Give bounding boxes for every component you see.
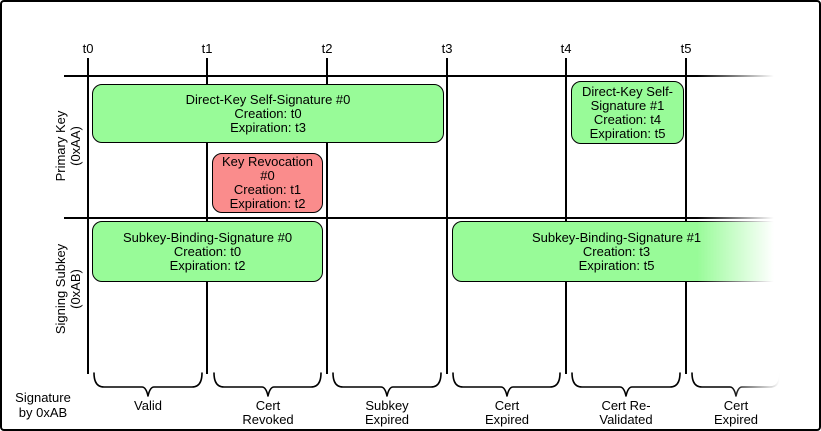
tick-label-t4: t4 — [560, 41, 572, 56]
brace-cert-expired-2 — [691, 372, 781, 397]
box-creation: Creation: t4 — [593, 111, 662, 127]
box-creation: Creation: t0 — [234, 105, 302, 121]
box-expiration: Expiration: t5 — [589, 125, 666, 141]
tick-label-t0: t0 — [82, 41, 94, 56]
key-revocation-0-box: Key Revocation #0 Creation: t1 Expiratio… — [212, 153, 323, 213]
direct-key-self-signature-1-box: Direct-Key Self- Signature #1 Creation: … — [571, 81, 684, 144]
box-expiration: Expiration: t5 — [578, 257, 655, 273]
box-creation: Creation: t0 — [173, 243, 242, 259]
box-expiration: Expiration: t2 — [229, 196, 306, 211]
segment-label-valid: Valid — [134, 398, 162, 413]
box-title: Direct-Key Self- Signature #1 — [581, 83, 674, 113]
tick-label-t1: t1 — [201, 41, 213, 56]
signature-by-0xab-label: Signature by 0xAB — [15, 390, 71, 420]
brace-subkey-expired — [332, 372, 442, 397]
segment-label-cert-expired: Cert Expired — [484, 398, 530, 427]
tick-label-t2: t2 — [321, 41, 333, 56]
brace-valid — [93, 372, 203, 397]
brace-cert-revoked — [213, 372, 322, 397]
segment-label-subkey-expired: Subkey Expired — [364, 398, 410, 427]
box-creation: Creation: t1 — [233, 182, 302, 197]
subkey-binding-signature-1-box: Subkey-Binding-Signature #1 Creation: t3… — [452, 221, 781, 282]
subkey-binding-signature-0-box: Subkey-Binding-Signature #0 Creation: t0… — [92, 221, 323, 282]
tick-label-t3: t3 — [441, 41, 453, 56]
row-label-signing-subkey: Signing Subkey (0xAB) — [53, 243, 83, 335]
row-label-primary-key: Primary Key (0xAA) — [53, 110, 83, 182]
box-expiration: Expiration: t3 — [230, 119, 306, 135]
box-creation: Creation: t3 — [582, 243, 651, 259]
brace-cert-revalidated — [571, 372, 681, 397]
segment-label-cert-revalidated: Cert Re- Validated — [599, 398, 653, 427]
brace-cert-expired — [452, 372, 561, 397]
box-title: Direct-Key Self-Signature #0 — [185, 91, 351, 107]
box-title: Subkey-Binding-Signature #0 — [122, 229, 293, 245]
tick-label-t5: t5 — [680, 41, 692, 56]
box-title: Key Revocation #0 — [221, 154, 314, 183]
segment-label-cert-expired-2: Cert Expired — [713, 398, 759, 427]
box-title: Subkey-Binding-Signature #1 — [531, 229, 702, 245]
box-expiration: Expiration: t2 — [169, 257, 246, 273]
direct-key-self-signature-0-box: Direct-Key Self-Signature #0 Creation: t… — [92, 84, 444, 143]
segment-label-cert-revoked: Cert Revoked — [242, 398, 294, 427]
